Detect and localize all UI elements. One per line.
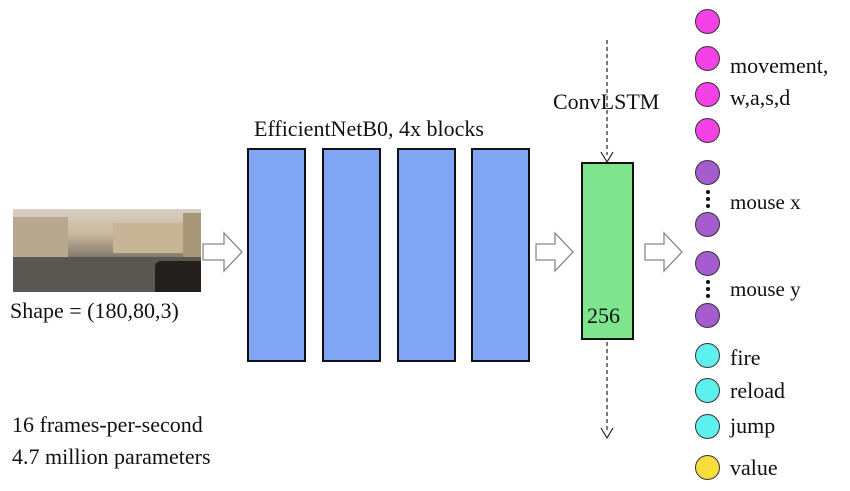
convlstm-block <box>581 162 634 340</box>
jump-label: jump <box>730 413 776 438</box>
mouse-x-node-first <box>695 160 720 185</box>
backbone-block-2 <box>322 148 381 362</box>
movement-node-s <box>695 82 720 107</box>
fire-label: fire <box>730 345 761 370</box>
frame-building <box>183 213 201 258</box>
mouse-y-node-first <box>695 251 720 276</box>
backbone-label: EfficientNetB0, 4x blocks <box>254 116 484 141</box>
reload-node <box>695 378 720 403</box>
movement-node-d <box>695 118 720 143</box>
movement-node-a <box>695 46 720 71</box>
backbone-block-1 <box>247 148 306 362</box>
reload-label: reload <box>730 378 785 403</box>
recurrent-state-arrowhead-top <box>600 151 614 164</box>
lstm-to-outputs-arrow <box>644 231 683 273</box>
game-frame-image <box>13 209 201 292</box>
mouse-y-ellipsis <box>706 280 710 301</box>
frame-building <box>113 223 183 253</box>
value-node <box>695 455 720 480</box>
mouse-x-node-last <box>695 212 720 237</box>
mouse-x-ellipsis <box>706 190 710 211</box>
input-arrow <box>202 231 243 273</box>
backbone-block-3 <box>397 148 456 362</box>
input-shape-label: Shape = (180,80,3) <box>10 298 179 323</box>
backbone-block-4 <box>471 148 530 362</box>
recurrent-state-arrowhead-bottom <box>600 427 614 440</box>
mouse-y-label: mouse y <box>730 277 801 301</box>
movement-node-w <box>695 9 720 34</box>
convlstm-size-label: 256 <box>587 303 620 328</box>
backbone-to-lstm-arrow <box>535 231 574 273</box>
fps-label: 16 frames-per-second <box>12 412 203 437</box>
params-label: 4.7 million parameters <box>12 444 211 469</box>
convlstm-label: ConvLSTM <box>553 89 660 114</box>
value-label: value <box>730 455 778 480</box>
movement-label: movement, <box>730 53 829 78</box>
frame-building <box>13 217 68 259</box>
fire-node <box>695 343 720 368</box>
frame-weapon <box>155 261 201 292</box>
mouse-x-label: mouse x <box>730 190 801 214</box>
movement-keys-label: w,a,s,d <box>730 85 791 110</box>
mouse-y-node-last <box>695 303 720 328</box>
jump-node <box>695 414 720 439</box>
